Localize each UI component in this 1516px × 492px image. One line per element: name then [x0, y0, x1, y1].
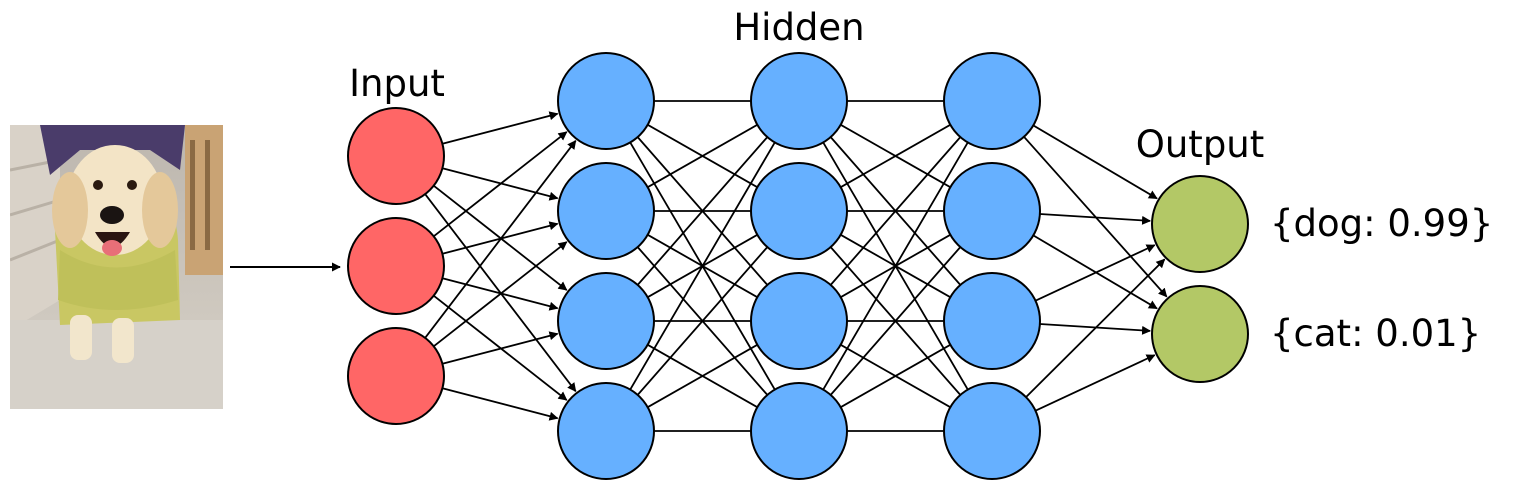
connection-edge [822, 141, 969, 391]
connection-edge [1035, 354, 1156, 412]
output-label-dog: {dog: 0.99} [1270, 202, 1493, 245]
connection-edge [830, 136, 961, 286]
hidden-neuron [943, 272, 1041, 370]
connection-edge [629, 141, 776, 391]
connection-edge [442, 387, 559, 421]
input-neuron [347, 107, 445, 205]
connections [424, 100, 1168, 432]
connection-edge [840, 124, 951, 188]
output-layer-title: Output [1136, 123, 1265, 166]
connection-edge [433, 131, 568, 238]
hidden-neuron [557, 162, 655, 260]
hidden-neuron [750, 52, 848, 150]
connection-edge [424, 139, 577, 339]
hidden-neuron [943, 382, 1041, 480]
neurons [347, 52, 1249, 480]
hidden-neuron [557, 272, 655, 370]
input-neuron [347, 327, 445, 425]
hidden-neuron [557, 382, 655, 480]
hidden-neuron [557, 52, 655, 150]
output-neuron-cat [1151, 285, 1249, 383]
connection-edge [830, 246, 961, 396]
connection-edge [637, 136, 768, 286]
output-label-cat: {cat: 0.01} [1270, 312, 1481, 355]
hidden-neuron [750, 272, 848, 370]
output-neuron-dog [1151, 175, 1249, 273]
connection-edge [433, 241, 568, 348]
hidden-neuron [943, 162, 1041, 260]
connection-edge [442, 331, 559, 365]
connection-edge [1032, 124, 1158, 200]
input-neuron [347, 217, 445, 315]
connection-edge [647, 124, 758, 188]
connection-edge [647, 344, 758, 408]
hidden-neuron [943, 52, 1041, 150]
connection-edge [1039, 213, 1151, 225]
connection-edge [637, 246, 768, 396]
connection-edge [840, 344, 951, 408]
connection-edge [1025, 258, 1166, 398]
hidden-neuron [750, 382, 848, 480]
hidden-neuron [750, 162, 848, 260]
connection-edge [442, 111, 559, 145]
hidden-layer-title: Hidden [733, 6, 864, 49]
input-layer-title: Input [349, 62, 445, 105]
connection-edge [1035, 244, 1156, 302]
input-image [10, 125, 223, 409]
